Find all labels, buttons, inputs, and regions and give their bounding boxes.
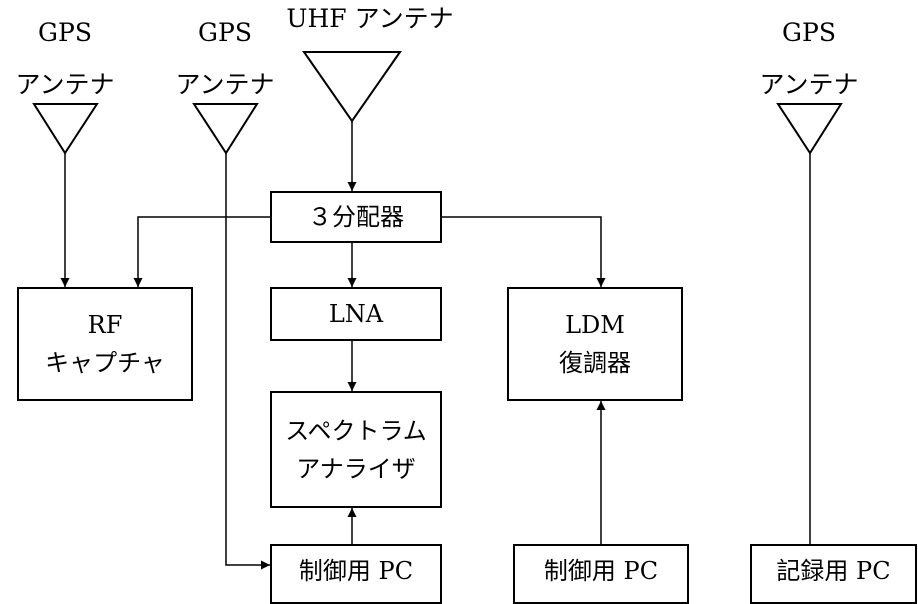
- gps2-to-control-pc-arrow: [225, 153, 270, 570]
- block-diagram: [32, 51, 843, 570]
- spectrum-line1: スペクトラム: [285, 416, 427, 445]
- uhf-antenna-icon: [302, 51, 402, 123]
- control-pc-1-box: 制御用 PC: [270, 544, 442, 604]
- gps-antenna-2-label: GPS アンテナ: [160, 18, 290, 100]
- gps-antenna-3-line2: アンテナ: [759, 70, 859, 99]
- spectrum-analyzer-box: スペクトラム アナライザ: [270, 391, 442, 508]
- gps-antenna-3-line1: GPS: [782, 18, 836, 47]
- gps-antenna-1-line2: アンテナ: [15, 70, 115, 99]
- lna-label: LNA: [328, 300, 384, 328]
- gps-antenna-2-line1: GPS: [198, 18, 252, 47]
- splitter-to-ldm-arrow: [442, 216, 606, 287]
- gps-antenna-3-label: GPS アンテナ: [744, 18, 874, 100]
- control-pc-2-label: 制御用 PC: [543, 557, 659, 585]
- ldm-demodulator-box: LDM 復調器: [507, 287, 683, 401]
- record-pc-label: 記録用 PC: [776, 557, 891, 585]
- spectrum-line2: アナライザ: [296, 454, 416, 483]
- splitter-to-rf-capture-arrow: [133, 216, 270, 287]
- control-pc-2-box: 制御用 PC: [513, 544, 689, 604]
- gps-antenna-2-icon: [192, 103, 259, 155]
- gps-antenna-3-icon: [776, 103, 843, 155]
- gps-antenna-2-line2: アンテナ: [175, 70, 275, 99]
- record-pc-box: 記録用 PC: [750, 544, 917, 604]
- ldm-line2: 復調器: [559, 349, 631, 377]
- splitter-label: ３分配器: [308, 203, 404, 231]
- rf-capture-line1: RF: [87, 311, 123, 339]
- splitter-box: ３分配器: [270, 191, 442, 243]
- gps-antenna-1-label: GPS アンテナ: [0, 18, 130, 100]
- rf-capture-box: RF キャプチャ: [17, 287, 193, 401]
- control-pc-1-label: 制御用 PC: [298, 557, 414, 585]
- ldm-line1: LDM: [565, 311, 625, 339]
- gps-antenna-1-icon: [32, 103, 99, 155]
- rf-capture-line2: キャプチャ: [45, 349, 165, 377]
- gps-antenna-1-line1: GPS: [38, 18, 92, 47]
- lna-box: LNA: [270, 287, 442, 341]
- uhf-antenna-label: UHF アンテナ: [270, 4, 470, 34]
- uhf-antenna-line1: UHF アンテナ: [286, 4, 454, 33]
